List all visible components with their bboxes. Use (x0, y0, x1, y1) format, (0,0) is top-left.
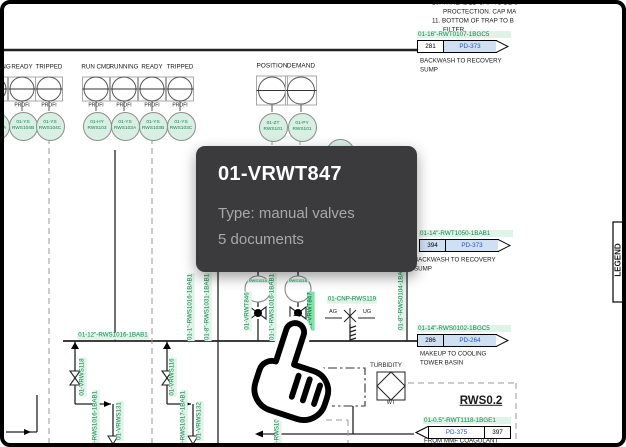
bubble-tag-text: 01-HY (90, 120, 104, 126)
tooltip-type-line: Type: manual valves (218, 205, 355, 222)
profi-label: PROFI (88, 102, 104, 109)
bubble-tag-text: RWS104B (11, 126, 35, 131)
bubble-tag-text: 01-YS (16, 120, 30, 126)
flag-line-label[interactable]: 01-0.5"-RWT1118-1BGE1 (423, 417, 511, 424)
flag-c-desc-2: TOWER BASIN (420, 359, 464, 367)
bubble-tag-text: RWS101 (292, 127, 312, 132)
dashed-signal-lines (48, 138, 517, 443)
valve-disc-846[interactable] (254, 309, 262, 317)
flag-sheet-number: 397 (484, 426, 511, 439)
flag-arrow-tip (496, 40, 510, 53)
bubble-tag-text: RWS103B (141, 126, 165, 131)
bubble-tag-text: RWS101 (263, 127, 283, 132)
area-title-rws02: RWS0.2 (459, 394, 503, 407)
valve-disc-847[interactable] (294, 309, 302, 317)
note-line-2: PROCTECTION. CAP MA (443, 8, 517, 16)
flag-drawing-ref[interactable]: PD-373 (443, 40, 497, 53)
bubble-tag-text: 01-PY (295, 121, 309, 127)
bubble-tag-text: RWS104A (0, 126, 7, 131)
bubble-tag-text: 01-YS (174, 120, 188, 126)
line-flag-rwt1050[interactable]: 01-14"-RWT1050-1BAB1 394 PD-373 (419, 230, 513, 252)
profi-label: PROFI (172, 102, 188, 109)
valve-io-label: DEMAND (286, 62, 316, 70)
bubble-tag-text: 01-YS (146, 120, 160, 126)
bubble-tag-text: RWS103 (87, 126, 107, 131)
tooltip-tag-title: 01-VRWT847 (218, 163, 342, 185)
motor-label: READY (11, 63, 33, 71)
line-flag-rwt1118[interactable]: 01-0.5"-RWT1118-1BGE1 PD-375 397 (414, 417, 511, 439)
hover-tooltip: 01-VRWT847 Type: manual valves 5 documen… (196, 146, 417, 272)
profi-label: PROFI (14, 102, 30, 109)
note-line-3: 11. BOTTOM OF TRAP TO B (432, 17, 514, 25)
flag-line-label[interactable]: 01-14"-RWT1050-1BAB1 (419, 230, 513, 237)
motor-label: NG (1, 63, 11, 71)
flag-d-desc-1: FROM MMF COAGULANT (424, 437, 499, 445)
bubble-tag-text: RWS104C (38, 126, 62, 131)
bubble-tag-text: RWT778 (309, 388, 329, 393)
flag-arrow-tip (498, 239, 512, 252)
valve-circle-tag-a[interactable]: RWS101A (247, 277, 269, 284)
turbidity-element-icon[interactable] (376, 371, 406, 401)
motor-label: RUNNING (109, 63, 139, 71)
flag-b-desc-2: SUMP (414, 265, 432, 273)
drain-funnel-icons (107, 435, 199, 445)
grade-transition-marker (343, 308, 357, 324)
flag-c-desc-1: MAKEUP TO COOLING (420, 350, 487, 358)
valve-io-label: POSITION (256, 62, 288, 70)
flag-drawing-ref[interactable]: PD-375 (428, 426, 484, 439)
grade-label-ug: UG (362, 309, 372, 316)
flag-arrow-tip (496, 334, 510, 347)
pipe-label-rws1016-header[interactable]: 01-12"-RWS1016-1BAB1 (77, 331, 149, 340)
bubble-tag-text: RWS103A (113, 126, 137, 131)
flag-sheet-number: 281 (417, 40, 443, 53)
grade-label-ag: AG (329, 309, 337, 316)
flag-arrow-tip (414, 426, 429, 439)
flag-sheet-number: 394 (419, 239, 445, 252)
bubble-tag-text: 01-YS (43, 120, 57, 126)
valve-circle-tag-b[interactable]: RWS101B (287, 277, 309, 284)
flag-drawing-ref[interactable]: PD-264 (443, 334, 497, 347)
motor-label: TRIPPED (166, 63, 194, 71)
note-line-4: FILTER. (443, 27, 466, 35)
flag-line-label[interactable]: 01-16"-RWT0107-1BGC5 (417, 31, 511, 38)
bubble-tag-text: RWS103C (169, 126, 193, 131)
profi-label: PROFI (41, 102, 57, 109)
motor-label: READY (141, 63, 163, 71)
bubble-tag-text: RWT778 (275, 388, 295, 393)
line-flag-rws0102[interactable]: 01-14"-RWS0102-1BGC5 286 PD-264 (417, 325, 511, 347)
pipe-label-cnp-rws119[interactable]: 01-CNP-RWS119 (326, 295, 378, 304)
flag-a-desc-2: SUMP (420, 66, 438, 74)
profi-label: PROFI (144, 102, 160, 109)
motor-label: TRIPPED (35, 63, 63, 71)
flag-sheet-number: 286 (417, 334, 443, 347)
bubble-tag-text: 01-ZT (266, 121, 280, 127)
line-flag-rwt0107[interactable]: 01-16"-RWT0107-1BGC5 281 PD-373 (417, 31, 511, 53)
flag-line-label[interactable]: 01-14"-RWS0102-1BGC5 (417, 325, 511, 332)
flag-b-desc-1: BACKWASH TO RECOVERY (414, 256, 496, 264)
bubble-tag-text: 01-YS (118, 120, 132, 126)
flag-drawing-ref[interactable]: PD-373 (445, 239, 499, 252)
flag-a-desc-1: BACKWASH TO RECOVERY (420, 57, 502, 65)
turbidity-label: TURBIDITY (370, 362, 402, 369)
profi-label: PROFI (116, 102, 132, 109)
motor-label: RUN CMD (81, 63, 111, 71)
turbidity-wt-label: WT (386, 400, 396, 407)
piping-lines (4, 48, 418, 443)
tooltip-documents-line: 5 documents (218, 231, 304, 248)
